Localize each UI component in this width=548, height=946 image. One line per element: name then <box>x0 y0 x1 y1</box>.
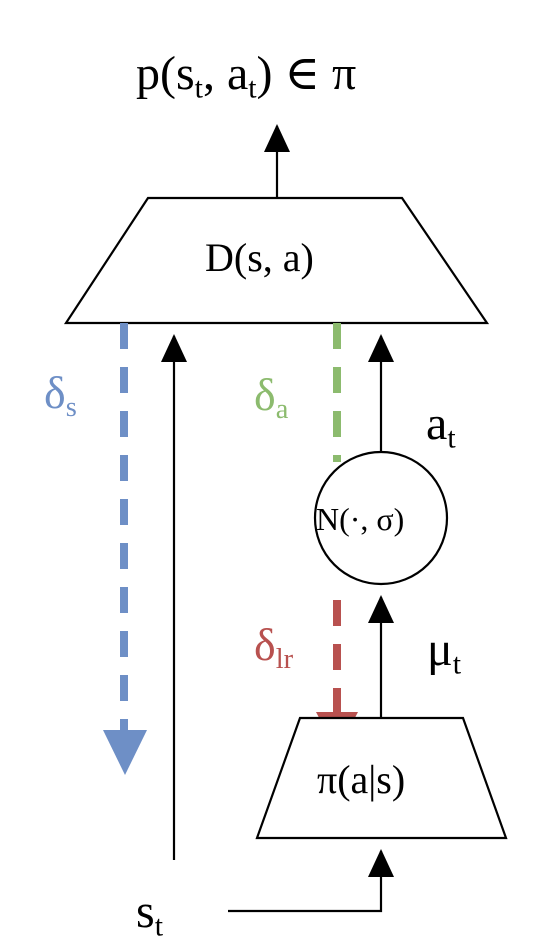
state-to-policy-arrow <box>228 849 394 913</box>
output-label: p(st, at) ∈ π <box>136 47 357 105</box>
delta-s-label: δs <box>44 367 77 423</box>
policy-label: π(a|s) <box>317 757 406 802</box>
mean-label: μt <box>427 623 461 681</box>
policy-block <box>255 716 508 840</box>
discriminator-block <box>63 196 490 325</box>
discriminator-label: D(s, a) <box>205 235 314 280</box>
delta-a-label: δa <box>254 369 289 425</box>
state-label: st <box>136 885 163 943</box>
noise-label: N(·, σ) <box>316 501 405 537</box>
delta-s-arrowhead <box>103 730 147 775</box>
delta-lr-label: δlr <box>254 619 294 675</box>
noise-circle <box>313 450 449 586</box>
action-label: at <box>426 397 456 455</box>
